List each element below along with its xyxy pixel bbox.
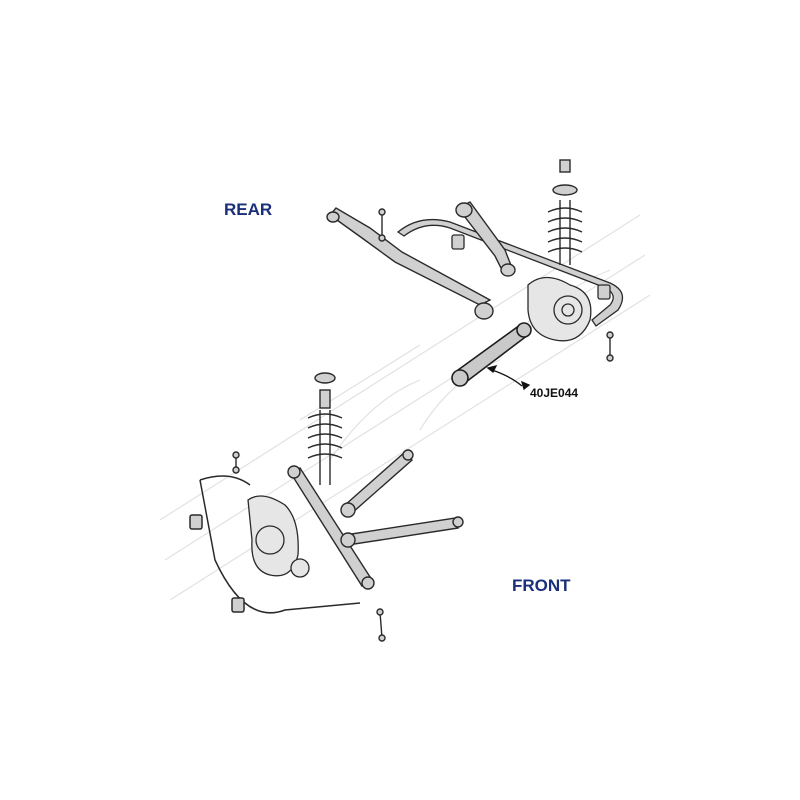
front-upper-arm (340, 449, 414, 518)
highlighted-lower-arm (451, 322, 532, 387)
rear-upper-arm (455, 201, 516, 277)
rear-end-link-left (378, 208, 386, 242)
part-code-label: 40JE044 (530, 386, 579, 400)
front-lower-arm (340, 516, 464, 548)
front-track-bar (287, 465, 375, 590)
front-strut (307, 372, 343, 485)
front-knuckle (247, 495, 310, 578)
front-label: FRONT (512, 576, 571, 595)
rear-sway-bar (326, 207, 494, 320)
rear-stabilizer-bar (396, 218, 624, 327)
rear-coil-spring (547, 159, 583, 265)
front-sway-bar (189, 475, 361, 614)
front-end-links (232, 451, 386, 642)
rear-label: REAR (224, 200, 273, 219)
rear-hub-assembly (527, 276, 592, 342)
pointer-arrow (486, 365, 531, 391)
rear-end-link-right (606, 331, 614, 362)
